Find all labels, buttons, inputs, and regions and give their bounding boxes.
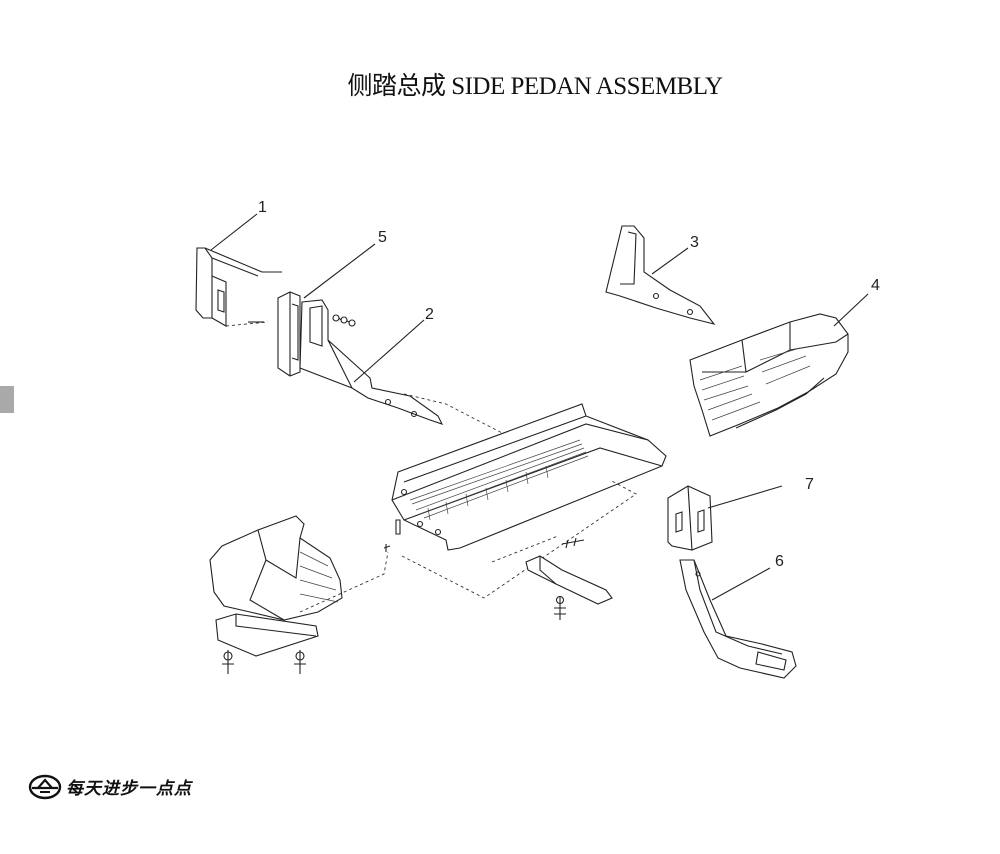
callout-label-3: 3 [690,234,699,251]
main-step-board [391,403,667,599]
part-6-step-arm [679,559,797,679]
side-tab-marker [0,386,14,413]
part-4-rear-step-housing [689,313,849,437]
callout-label-1: 1 [258,199,267,216]
callout-label-5: 5 [378,229,387,246]
footer-slogan: 每天进步一点点 [66,779,192,799]
part-7-angle-bracket [667,485,713,551]
callout-label-6: 6 [775,553,784,570]
page-title: 侧踏总成 SIDE PEDAN ASSEMBLY [347,73,723,100]
part-5-side-plate [277,291,356,377]
callout-label-4: 4 [871,277,880,294]
callout-leaders [210,213,869,601]
part-2-front-bracket [299,299,509,437]
callout-label-2: 2 [425,306,434,323]
callout-label-7: 7 [805,476,814,493]
lower-center-bracket [525,537,613,620]
front-step-housing [209,515,401,674]
part-1-bracket [195,247,282,327]
part-3-rear-bracket [605,225,716,325]
company-logo-icon [28,774,62,800]
